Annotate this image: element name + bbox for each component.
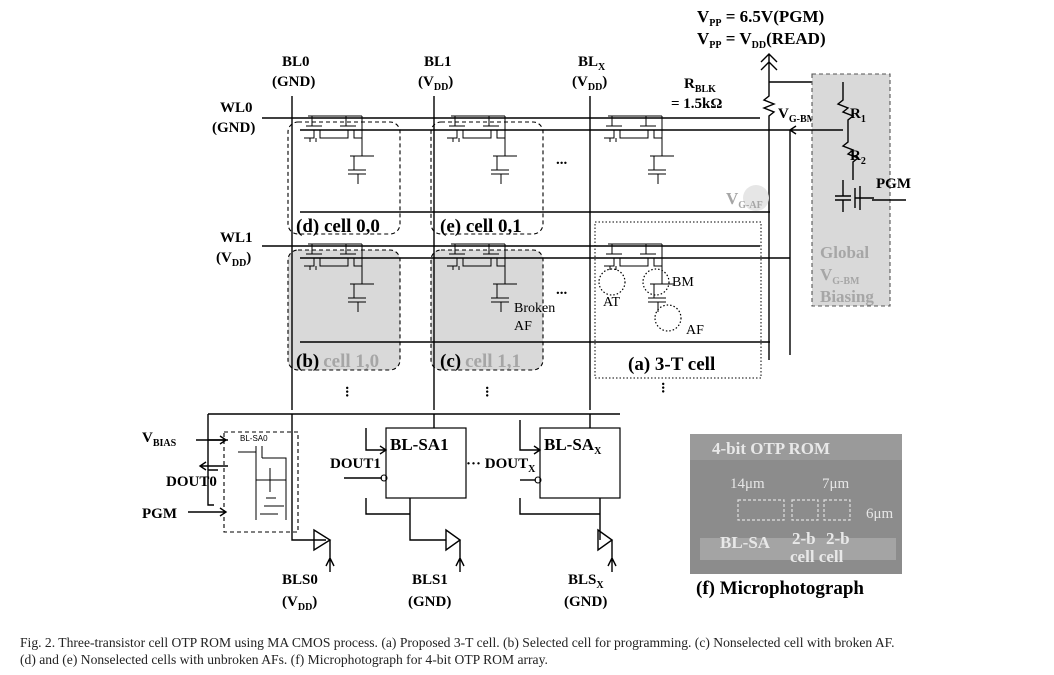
bl-sa0-label: BL-SA0: [240, 434, 268, 443]
sa-pgm-label: PGM: [142, 506, 177, 522]
ellipsis-col0: ...: [342, 386, 358, 398]
figure-caption: Fig. 2. Three-transistor cell OTP ROM us…: [20, 634, 1050, 668]
vpp-pgm-label: VPP = 6.5V(PGM): [697, 7, 824, 29]
vgaf-bubble: [743, 185, 769, 211]
vbias-label: VBIAS: [142, 430, 177, 449]
cell-a-label: (a) 3-T cell: [628, 354, 715, 375]
r1-label: R1: [850, 106, 866, 125]
blx-state: (VDD): [572, 74, 607, 93]
cell-d-box: [287, 121, 401, 235]
cell-x0-transistors: [603, 115, 675, 185]
at-label: AT: [603, 295, 621, 310]
bl0-state: (GND): [272, 74, 315, 90]
circuit-diagram: VPP = 6.5V(PGM) VPP = VDD(READ) RBLK = 1…: [142, 7, 911, 613]
photo-cell2b-b: 2-b: [826, 529, 850, 548]
rblk-label: RBLK: [684, 76, 716, 95]
r2-label: R2: [850, 148, 866, 167]
doutx-label: ··· DOUTX: [466, 456, 536, 475]
ellipsis-row0: ...: [556, 152, 568, 168]
cell-d-label: (d) cell 0,0: [296, 216, 380, 237]
bl1-state: (VDD): [418, 74, 453, 93]
vpp-read-label: VPP = VDD(READ): [697, 29, 826, 51]
supply-arrow-icon: [760, 53, 778, 82]
bl1-label: BL1: [424, 54, 452, 70]
bl-sa0-circuit: [238, 446, 287, 520]
global-bias-circuit: [835, 82, 874, 212]
blsx-label: BLSX: [568, 572, 604, 591]
ellipsis-col1: ...: [482, 386, 498, 398]
wl1-label: WL1: [220, 230, 253, 246]
ellipsis-row1: ...: [556, 282, 568, 298]
bls0-label: BLS0: [282, 572, 318, 588]
broken-label-2: AF: [514, 319, 532, 334]
bl-sa1-label: BL-SA1: [390, 435, 449, 454]
blsx-state: (GND): [564, 594, 607, 610]
cell-e-box: [430, 121, 544, 235]
cell-b-label: (b)cell 1,0: [296, 351, 379, 372]
cell-c-box: [430, 249, 544, 371]
global-bias-line2: VG-BM: [820, 265, 860, 287]
bl-sa1-box: [385, 427, 467, 499]
dout0-label: DOUT0: [166, 474, 217, 490]
bls0-state: (VDD): [282, 594, 317, 613]
bl0-label: BL0: [282, 54, 310, 70]
vgbm-label: VG-BM: [778, 106, 817, 125]
broken-label-1: Broken: [514, 301, 555, 316]
cell-e-transistors: [446, 115, 518, 185]
bm-marker: [642, 268, 670, 296]
vgbm-arrow: [789, 125, 820, 135]
photo-title: 4-bit OTP ROM: [712, 439, 830, 458]
rblk-resistor: [762, 82, 776, 360]
caption-line-2: (d) and (e) Nonselected cells with unbro…: [20, 652, 548, 667]
photo-dim-14: 14μm: [730, 476, 765, 492]
cell-c-label: (c)cell 1,1: [440, 351, 521, 372]
bm-label: BM: [672, 275, 694, 290]
caption-line-1: Fig. 2. Three-transistor cell OTP ROM us…: [20, 635, 895, 650]
global-bias-block: [811, 73, 891, 307]
global-bias-line3: Biasing: [820, 287, 874, 306]
at-marker: [598, 268, 626, 296]
bls1-state: (GND): [408, 594, 451, 610]
vgaf-label: VG-AF: [726, 189, 763, 211]
photo-cell-word: cell cell: [790, 547, 844, 566]
cell-e-label: (e) cell 0,1: [440, 216, 522, 237]
wl0-state: (GND): [212, 120, 255, 136]
af-marker: [654, 304, 682, 332]
photo-dim-6: 6μm: [866, 506, 894, 522]
bl-sa0-box: [223, 431, 299, 533]
ellipsis-colx: ...: [658, 382, 674, 394]
photo-label: (f) Microphotograph: [696, 578, 864, 599]
wl0-label: WL0: [220, 100, 253, 116]
photo-bl-sa: BL-SA: [720, 533, 771, 552]
dout1-label: DOUT1: [330, 456, 381, 472]
blx-label: BLX: [578, 54, 606, 73]
bl-sax-label: BL-SAX: [544, 435, 602, 457]
rblk-value: = 1.5kΩ: [671, 96, 722, 112]
global-pgm-label: PGM: [876, 176, 911, 192]
cell-d-transistors: [303, 115, 375, 185]
global-bias-line1: Global: [820, 243, 869, 262]
wl1-state: (VDD): [216, 250, 251, 269]
photo-cell2b-a: 2-b: [792, 529, 816, 548]
bls1-label: BLS1: [412, 572, 448, 588]
bl-sax-box: [539, 427, 621, 499]
photo-dim-7: 7μm: [822, 476, 850, 492]
af-label: AF: [686, 323, 704, 338]
cell-b-box: [287, 249, 401, 371]
